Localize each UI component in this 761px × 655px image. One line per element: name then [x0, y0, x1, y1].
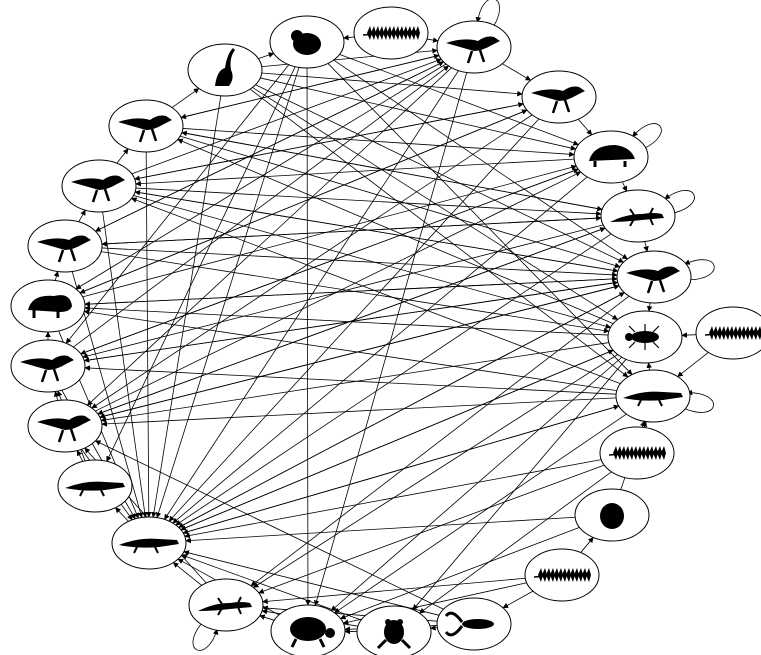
edge-n25-to-n17	[153, 96, 221, 517]
edge-n1-to-n2	[427, 39, 438, 41]
edge-n7-to-n21	[85, 308, 608, 335]
edge-n19-to-n4	[95, 172, 580, 411]
node-n3	[522, 71, 596, 123]
edge-n6-to-n19	[100, 286, 619, 417]
edge-n9-to-n23	[132, 198, 621, 383]
edge-n4-to-n20	[81, 169, 579, 354]
edge-n11-to-n17	[186, 517, 575, 541]
node-n23	[62, 160, 136, 212]
edge-n9-to-n7	[649, 363, 650, 370]
edge-n22-to-n5	[102, 218, 601, 244]
node-n14	[357, 606, 431, 655]
edge-n6-to-n7	[649, 303, 650, 311]
edge-n3-to-n4	[578, 119, 592, 135]
edge-n8-to-n9	[678, 352, 709, 376]
node-n18	[58, 460, 132, 512]
node-n2	[437, 21, 511, 73]
edge-n17-to-n18	[116, 508, 129, 522]
edge-n12-to-n13	[503, 591, 533, 608]
edge-n9-to-n20	[85, 368, 616, 394]
node-n9	[616, 370, 690, 422]
node-n19	[28, 400, 102, 452]
node-n12	[525, 549, 599, 601]
edge-n23-to-n24	[117, 149, 128, 163]
node-n7	[608, 311, 682, 363]
edge-n12-to-n11	[581, 537, 594, 552]
edge-n17-to-n9	[183, 406, 619, 533]
edge-n1-to-n0	[344, 37, 355, 38]
edge-n10-to-n9	[644, 422, 646, 428]
edge-n24-to-n4	[183, 128, 574, 154]
node-n5	[601, 190, 675, 242]
edge-n4-to-n5	[622, 182, 626, 191]
edge-n5-to-n6	[645, 242, 648, 252]
node-n1	[354, 7, 428, 59]
edge-n24-to-n25	[172, 88, 199, 107]
edge-n2-to-n17	[164, 71, 458, 520]
node-n22	[28, 220, 102, 272]
edge-n24-to-n17	[146, 152, 149, 517]
edge-n9-to-n19	[102, 398, 616, 424]
nodes-layer	[11, 7, 761, 655]
node-n4	[574, 131, 648, 183]
edge-n25-to-n3	[262, 73, 522, 94]
edge-n16-to-n17	[173, 563, 201, 586]
edge-n24-to-n5	[182, 133, 602, 210]
node-n10	[600, 427, 674, 479]
node-n15	[271, 605, 345, 655]
edge-n22-to-n23	[79, 210, 86, 222]
edge-n23-to-n3	[135, 104, 524, 179]
node-n21	[11, 280, 85, 332]
node-n20	[11, 340, 85, 392]
edge-n25-to-n0	[258, 53, 273, 58]
node-n17	[112, 517, 186, 569]
edge-n13-to-n14	[431, 628, 438, 629]
edge-n17-to-n6	[179, 293, 625, 528]
edge-n21-to-n22	[55, 271, 58, 280]
node-n11	[575, 489, 649, 541]
node-n25	[188, 44, 262, 96]
seed-icon	[600, 503, 624, 529]
node-n13	[437, 598, 511, 650]
edge-n19-to-n20	[55, 391, 58, 400]
edge-n8-to-n7	[682, 335, 696, 336]
node-n16	[189, 579, 263, 631]
edge-n15-to-n16	[260, 616, 275, 621]
node-n0	[270, 16, 344, 68]
node-n24	[109, 100, 183, 152]
edge-n2-to-n3	[502, 64, 530, 81]
edge-n24-to-n6	[180, 136, 620, 267]
edge-n4-to-n17	[173, 177, 587, 523]
node-n6	[617, 251, 691, 303]
node-n8	[696, 307, 761, 359]
